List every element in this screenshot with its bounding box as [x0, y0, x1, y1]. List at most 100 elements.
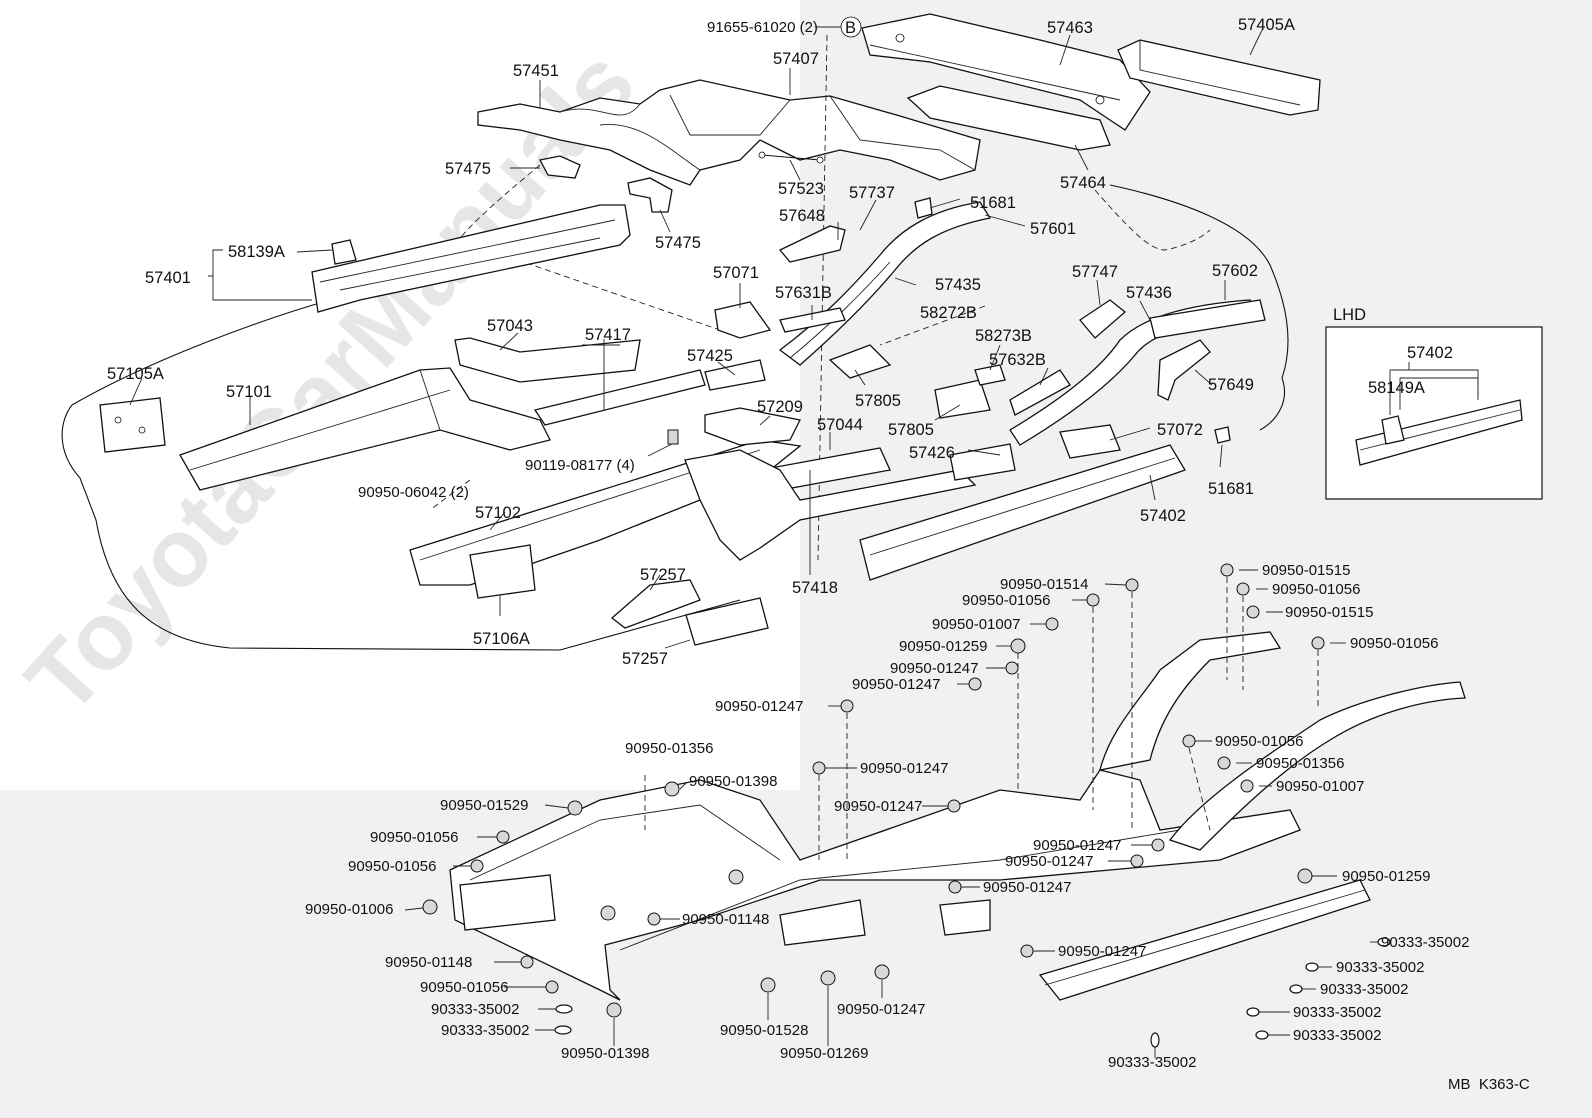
- part-57805-b: [934, 379, 991, 419]
- part-57071: [714, 301, 772, 339]
- label-57805-b: 57805: [888, 421, 934, 439]
- label-o35002-e: 90333-35002: [431, 1001, 519, 1018]
- leader-lines: [129, 26, 1479, 1058]
- part-57451: [477, 79, 981, 186]
- label-lhd-58149A: 58149A: [1368, 379, 1425, 397]
- label-57451: 57451: [513, 62, 559, 80]
- label-90950-06042: 90950-06042 (2): [358, 484, 469, 501]
- label-g01259-b: 90950-01259: [1342, 868, 1430, 885]
- label-g01247-h: 90950-01247: [983, 879, 1071, 896]
- front-floor-members: [99, 337, 1186, 646]
- rear-floor-members: [477, 13, 1321, 561]
- label-51681-b: 51681: [1208, 480, 1254, 498]
- label-g01056-e: 90950-01056: [370, 829, 458, 846]
- label-57072: 57072: [1157, 421, 1203, 439]
- label-g01247-i: 90950-01247: [1058, 943, 1146, 960]
- part-57632B: [1009, 369, 1071, 416]
- label-51681-a: 51681: [970, 194, 1016, 212]
- label-g01056-b: 90950-01056: [962, 592, 1050, 609]
- label-57071: 57071: [713, 264, 759, 282]
- label-57257-b: 57257: [622, 650, 668, 668]
- label-g01007-b: 90950-01007: [1276, 778, 1364, 795]
- part-57631B: [779, 307, 846, 333]
- label-90119-08177: 90119-08177 (4): [525, 457, 635, 474]
- label-g01056-f: 90950-01056: [348, 858, 436, 875]
- part-57601: [778, 201, 992, 366]
- part-57805-a: [828, 344, 892, 379]
- label-57747: 57747: [1072, 263, 1118, 281]
- lower-bracket-mid: [779, 899, 866, 946]
- label-57602: 57602: [1212, 262, 1258, 280]
- label-57101: 57101: [226, 383, 272, 401]
- part-57402: [859, 444, 1186, 581]
- part-51681-b: [1214, 426, 1231, 444]
- grommet-markers: [422, 563, 1391, 1048]
- part-57648: [778, 225, 846, 263]
- part-57418: [684, 449, 977, 561]
- part-51681-a: [914, 197, 933, 219]
- lower-frame-left: [449, 769, 1301, 1001]
- label-o35002-a: 90333-35002: [1381, 934, 1469, 951]
- part-57106A: [469, 544, 536, 599]
- part-57405A: [1117, 39, 1321, 116]
- label-g01529: 90950-01529: [440, 797, 528, 814]
- label-g01514: 90950-01514: [1000, 576, 1088, 593]
- label-58273B: 58273B: [975, 327, 1032, 345]
- part-labels: 91655-61020 (2) B 57407 57463 57405A 574…: [107, 16, 1530, 1093]
- label-57737: 57737: [849, 184, 895, 202]
- label-91655-61020: 91655-61020 (2): [707, 19, 818, 36]
- label-g01398-a: 90950-01398: [689, 773, 777, 790]
- part-57747: [1079, 299, 1127, 339]
- label-57435: 57435: [935, 276, 981, 294]
- label-57463: 57463: [1047, 19, 1093, 37]
- part-57401: [311, 204, 631, 313]
- label-g01247-b: 90950-01247: [852, 676, 940, 693]
- part-58139A: [331, 239, 357, 265]
- part-57101: [179, 367, 551, 491]
- part-57072: [1059, 424, 1121, 459]
- label-g01259-a: 90950-01259: [899, 638, 987, 655]
- label-57475-a: 57475: [445, 160, 491, 178]
- label-g01247-f: 90950-01247: [1033, 837, 1121, 854]
- label-g01006: 90950-01006: [305, 901, 393, 918]
- part-57209: [704, 407, 801, 446]
- label-57464: 57464: [1060, 174, 1106, 192]
- lhd-inset: [1325, 326, 1543, 500]
- label-57631B: 57631B: [775, 284, 832, 302]
- label-57426: 57426: [909, 444, 955, 462]
- part-57464: [906, 85, 1111, 151]
- part-57649: [1157, 339, 1211, 401]
- label-g01247-c: 90950-01247: [715, 698, 803, 715]
- lhd-box-title: LHD: [1333, 306, 1366, 324]
- label-g01056-d: 90950-01056: [1215, 733, 1303, 750]
- lower-floor-plan: [449, 631, 1466, 1001]
- part-57602-plate: [1149, 299, 1266, 339]
- label-57436: 57436: [1126, 284, 1172, 302]
- part-57463: [861, 13, 1151, 131]
- lower-rocker-lhd: [1038, 879, 1371, 1001]
- label-57044: 57044: [817, 416, 863, 434]
- part-57475-b: [627, 177, 673, 213]
- label-g01515-b: 90950-01515: [1285, 604, 1373, 621]
- label-57648: 57648: [779, 207, 825, 225]
- lower-bracket-side: [939, 899, 991, 936]
- label-o35002-f: 90333-35002: [1293, 1027, 1381, 1044]
- part-57257-a: [610, 579, 701, 629]
- part-57257-b: [685, 597, 769, 646]
- lower-bracket-front: [459, 874, 556, 931]
- label-o35002-d: 90333-35002: [1293, 1004, 1381, 1021]
- label-g01528: 90950-01528: [720, 1022, 808, 1039]
- label-o35002-c: 90333-35002: [1320, 981, 1408, 998]
- label-g01356-a: 90950-01356: [625, 740, 713, 757]
- label-58139A: 58139A: [228, 243, 285, 261]
- label-g01148-b: 90950-01148: [385, 954, 472, 971]
- label-g01398-b: 90950-01398: [561, 1045, 649, 1062]
- label-57407: 57407: [773, 50, 819, 68]
- label-g01247-e: 90950-01247: [834, 798, 922, 815]
- label-g01007-a: 90950-01007: [932, 616, 1020, 633]
- label-57805-a: 57805: [855, 392, 901, 410]
- label-g01247-j: 90950-01247: [837, 1001, 925, 1018]
- label-g01515-a: 90950-01515: [1262, 562, 1350, 579]
